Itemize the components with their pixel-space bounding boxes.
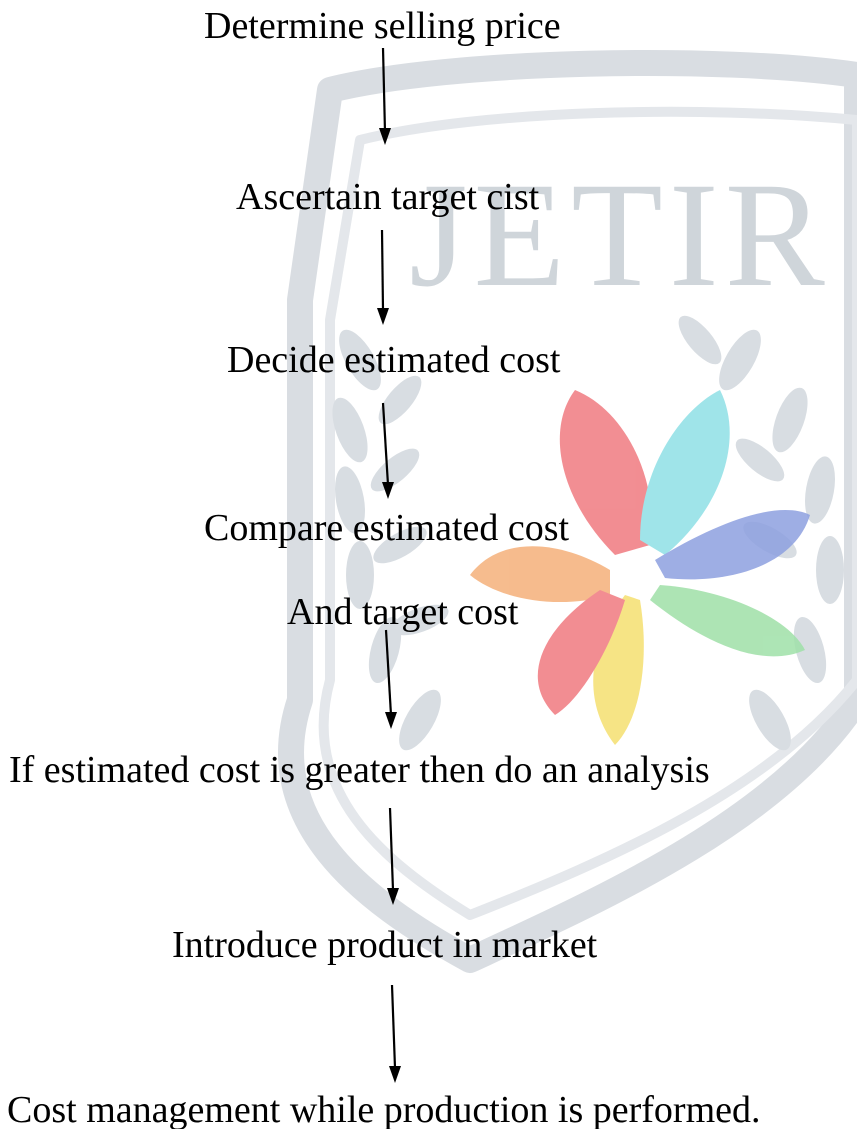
arrow-6 — [389, 984, 401, 1083]
step-label: And target cost — [287, 591, 519, 633]
watermark-laurel-left — [332, 329, 449, 751]
step-label: Determine selling price — [204, 5, 561, 47]
step-label: Cost management while production is perf… — [7, 1089, 761, 1129]
arrow-4 — [384, 629, 397, 729]
step-label: Decide estimated cost — [227, 339, 561, 381]
arrow-2 — [377, 229, 389, 325]
watermark-flower — [470, 390, 810, 745]
step-label: Compare estimated cost — [204, 507, 570, 549]
watermark-shield — [278, 50, 857, 973]
step-label: Introduce product in market — [172, 924, 598, 966]
arrow-5 — [387, 807, 399, 905]
watermark-text: JETIR — [409, 152, 831, 318]
arrow-1 — [379, 47, 391, 145]
watermark-shield-inner — [318, 106, 857, 920]
arrow-3 — [381, 402, 394, 499]
step-label: Ascertain target cist — [236, 176, 540, 218]
step-label: If estimated cost is greater then do an … — [9, 749, 710, 791]
